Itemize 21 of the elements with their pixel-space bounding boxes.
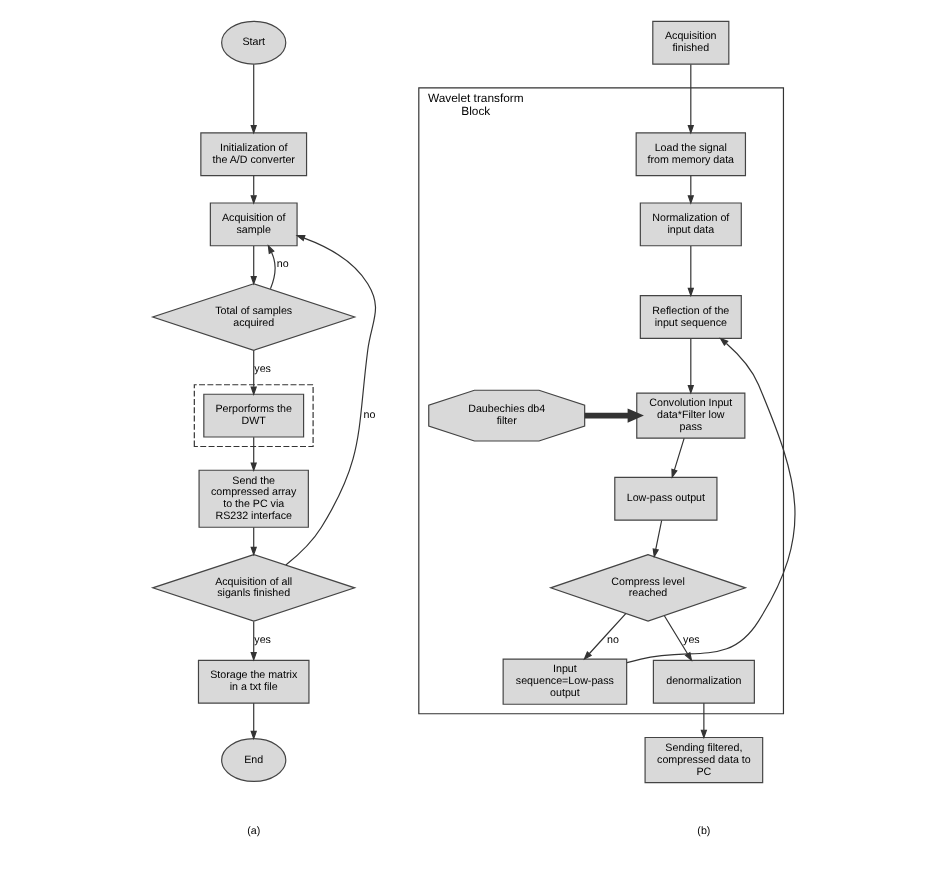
arrow xyxy=(250,175,258,205)
arrow xyxy=(583,612,627,661)
arrow xyxy=(250,245,258,286)
arrow xyxy=(250,436,258,472)
arrow xyxy=(250,702,258,741)
arrow xyxy=(250,350,258,397)
arrow xyxy=(687,175,695,205)
arrow xyxy=(663,615,693,662)
arrow xyxy=(700,702,708,740)
arrow xyxy=(267,244,276,290)
arrow xyxy=(652,519,663,559)
arrow xyxy=(671,437,685,479)
arrow xyxy=(687,63,695,135)
arrow xyxy=(584,408,644,423)
arrow xyxy=(250,63,258,135)
arrow xyxy=(687,338,695,395)
arrow xyxy=(626,337,796,664)
arrow xyxy=(250,526,258,557)
arrow xyxy=(687,245,695,298)
arrow xyxy=(250,620,258,662)
arrow xyxy=(285,235,377,566)
